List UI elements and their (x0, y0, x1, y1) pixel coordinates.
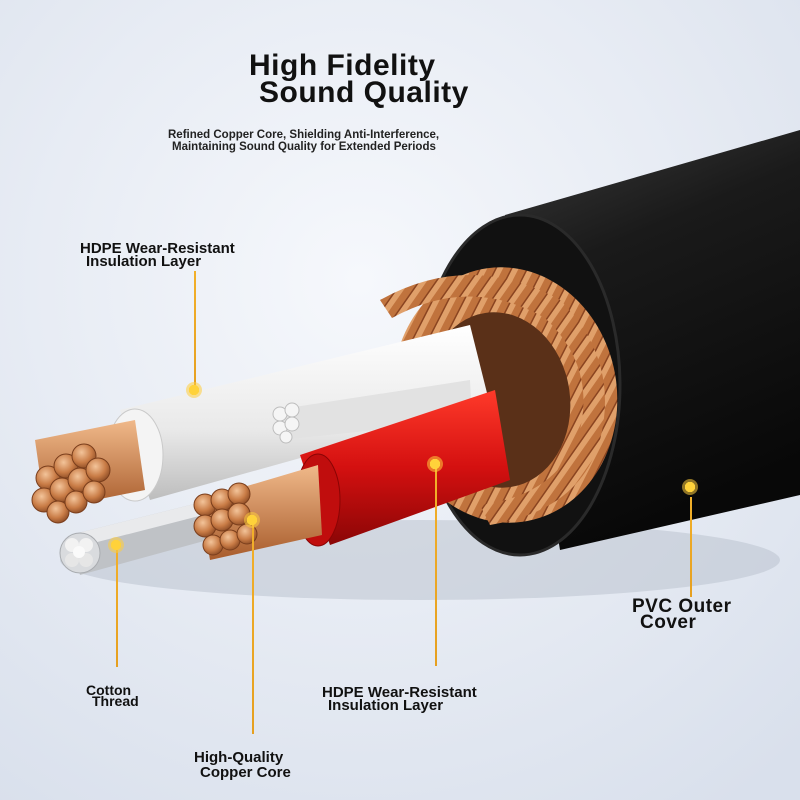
callout-copper-line1: High-Quality (194, 749, 284, 766)
callout-dot (682, 479, 698, 495)
callout-hdpe-bottom-line2: Insulation Layer (328, 697, 444, 714)
callout-line (116, 547, 118, 667)
callout-line (252, 522, 254, 734)
callout-cotton-line2: Thread (92, 693, 139, 709)
page-title-line2: Sound Quality (259, 76, 469, 109)
callout-line (435, 466, 437, 666)
callout-dot (427, 456, 443, 472)
callout-hdpe-bottom-line1: HDPE Wear-Resistant (322, 684, 477, 701)
callout-dot (108, 537, 124, 553)
callout-line (194, 271, 196, 388)
callout-cotton-line1: Cotton (86, 682, 132, 698)
callout-hdpe-top-line1: HDPE Wear-Resistant (80, 240, 235, 257)
callout-dot (244, 512, 260, 528)
subtitle-line1: Refined Copper Core, Shielding Anti-Inte… (168, 129, 440, 141)
callout-pvc-line1: PVC Outer (632, 596, 732, 617)
callout-pvc-line2: Cover (640, 612, 697, 633)
callout-copper-line2: Copper Core (200, 764, 291, 781)
callout-line (690, 497, 692, 597)
page-title-line1: High Fidelity (249, 49, 436, 82)
callout-dot (186, 382, 202, 398)
callout-hdpe-top-line2: Insulation Layer (86, 253, 202, 270)
subtitle-line2: Maintaining Sound Quality for Extended P… (172, 141, 436, 153)
